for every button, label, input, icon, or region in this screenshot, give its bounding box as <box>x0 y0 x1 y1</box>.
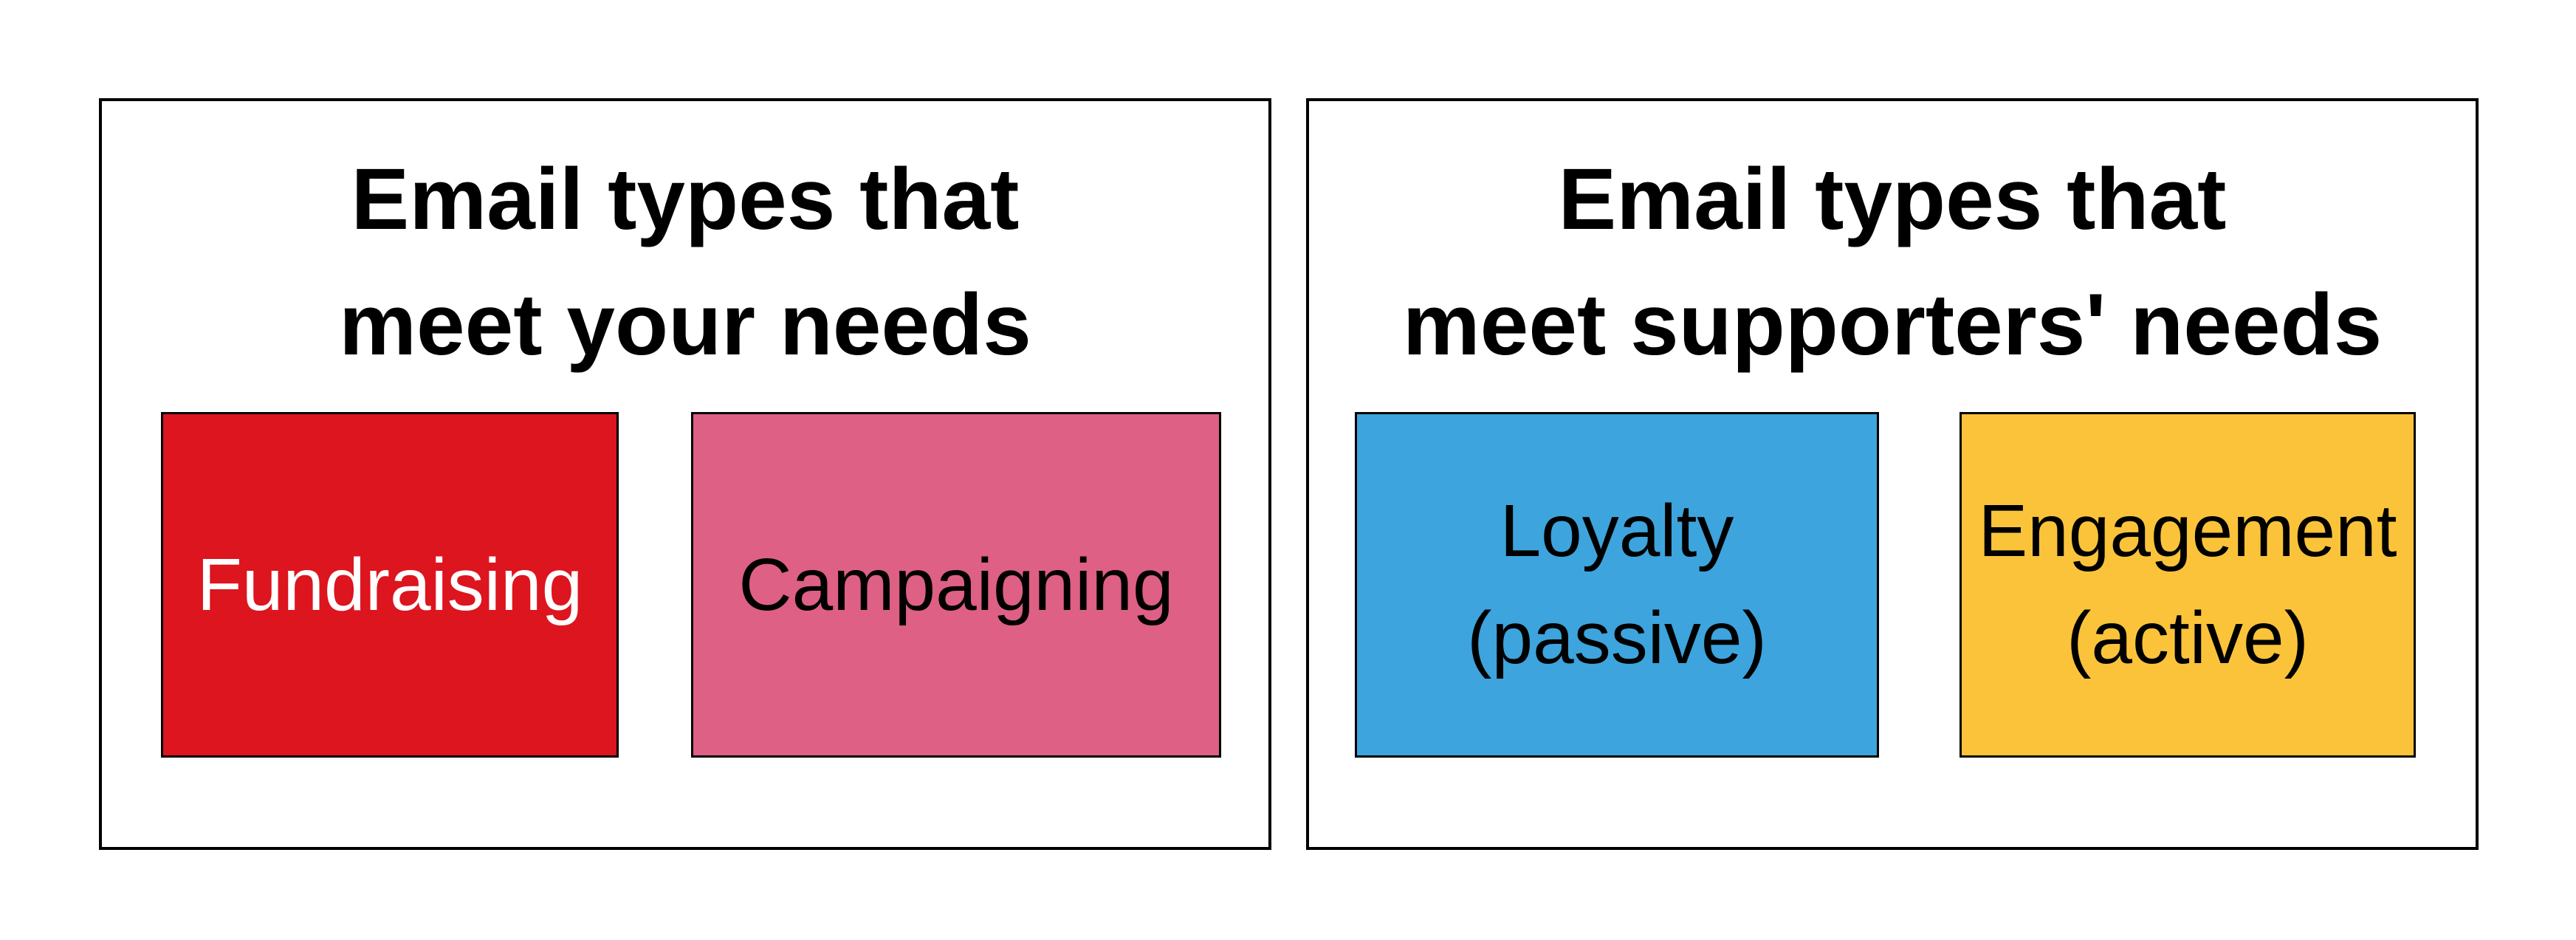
panel-title-line-1: Email types that <box>1558 151 2227 248</box>
panel-title-line-2: meet your needs <box>339 276 1031 374</box>
card-label-line-1: Loyalty <box>1500 490 1734 572</box>
panel-title: Email types that meet supporters' needs <box>1309 137 2476 388</box>
card-engagement: Engagement (active) <box>1960 412 2416 758</box>
card-campaigning: Campaigning <box>691 412 1221 758</box>
panel-supporters-needs: Email types that meet supporters' needs … <box>1306 98 2479 850</box>
card-label-line-1: Engagement <box>1978 490 2397 572</box>
panel-title: Email types that meet your needs <box>102 137 1268 388</box>
card-fundraising: Fundraising <box>161 412 619 758</box>
card-label-line-2: (passive) <box>1467 597 1767 679</box>
card-label: Campaigning <box>738 543 1174 626</box>
panel-title-line-2: meet supporters' needs <box>1402 276 2383 374</box>
card-loyalty: Loyalty (passive) <box>1355 412 1879 758</box>
card-label-line-2: (active) <box>2067 597 2309 679</box>
card-label: Fundraising <box>196 543 583 626</box>
panel-your-needs: Email types that meet your needs Fundrai… <box>99 98 1271 850</box>
panel-title-line-1: Email types that <box>351 151 1020 248</box>
